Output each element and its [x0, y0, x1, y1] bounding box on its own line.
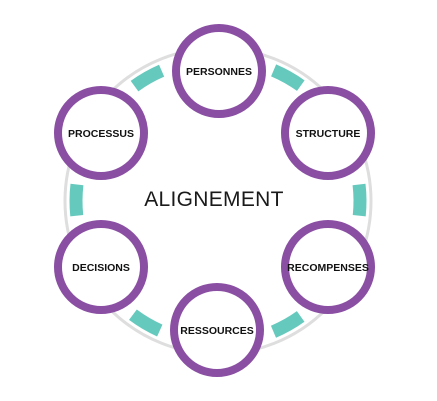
center-label: ALIGNEMENT: [144, 188, 284, 211]
node-structure: STRUCTURE: [281, 86, 375, 180]
connector-segment: [352, 183, 367, 217]
node-label: PROCESSUS: [68, 128, 134, 140]
connector-segment: [270, 64, 305, 91]
node-ring: [172, 24, 266, 118]
connector-segment: [130, 64, 165, 92]
connector-segment: [270, 311, 305, 338]
connector-segments: [69, 64, 367, 338]
node-personnes: PERSONNES: [172, 24, 266, 118]
node-label: STRUCTURE: [296, 128, 361, 140]
node-processus: PROCESSUS: [54, 86, 148, 180]
node-ring: [281, 220, 375, 314]
node-label: DECISIONS: [72, 262, 130, 274]
node-recompenses: RECOMPENSES: [281, 220, 375, 314]
node-ring: [54, 86, 148, 180]
connector-segment: [69, 183, 84, 217]
node-ressources: RESSOURCES: [170, 283, 264, 377]
node-label: RESSOURCES: [180, 325, 254, 337]
node-label: PERSONNES: [186, 66, 252, 78]
node-label: RECOMPENSES: [287, 262, 369, 274]
node-ring: [170, 283, 264, 377]
node-ring: [54, 220, 148, 314]
node-decisions: DECISIONS: [54, 220, 148, 314]
connector-segment: [129, 309, 163, 337]
node-group: PERSONNES STRUCTURE RECOMPENSES RESSOURCES D…: [54, 24, 375, 377]
node-ring: [281, 86, 375, 180]
